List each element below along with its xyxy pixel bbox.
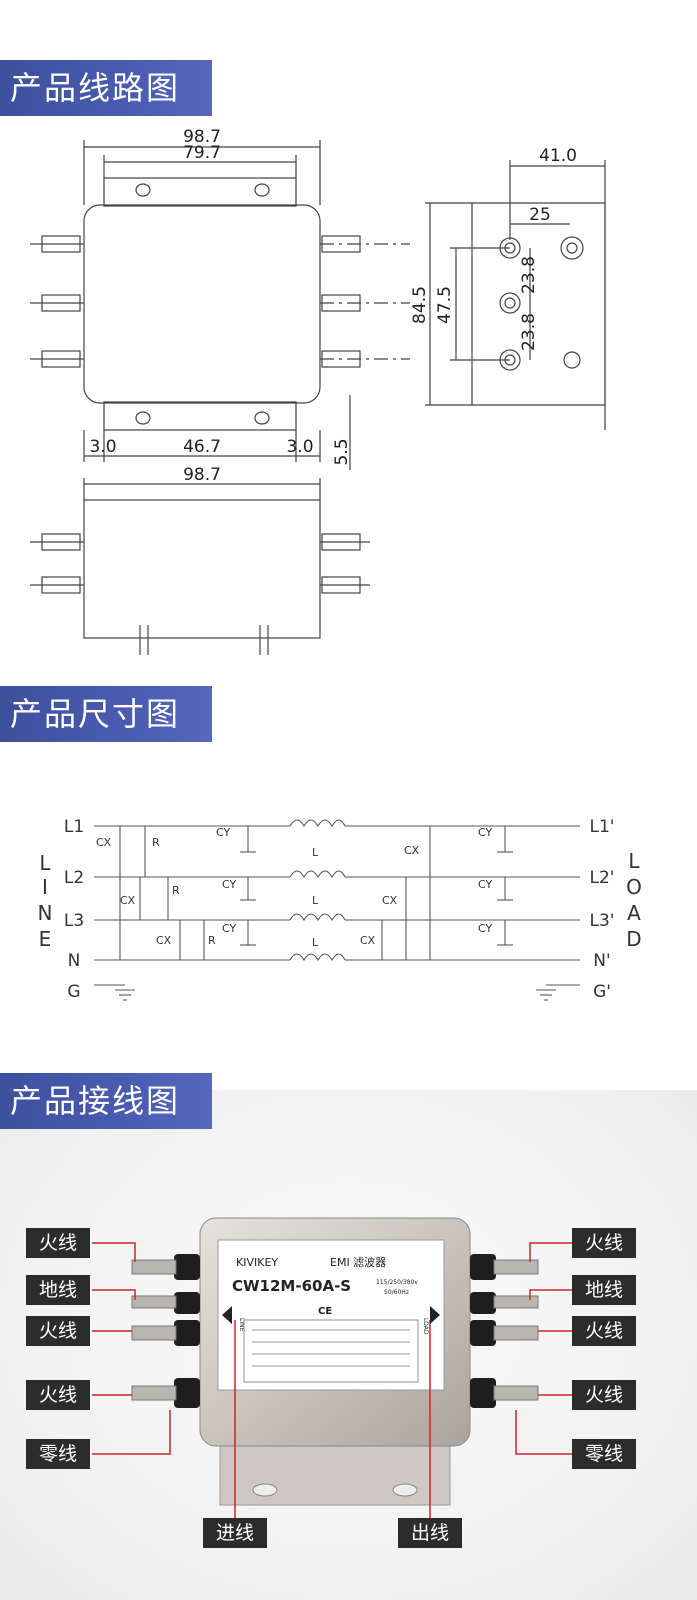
label-coil-1: L [312,846,319,859]
output-l2: L2' [590,868,615,888]
callout-left-live-2: 火线 [26,1316,90,1346]
dim-right-offset: 3.0 [286,437,313,457]
label-cy-6: CY [478,922,492,935]
line-letter-1: L [39,851,51,875]
callout-input: 进线 [203,1518,267,1548]
output-g: G' [593,982,611,1002]
line-letter-3: N [38,901,53,925]
dim-height: 84.5 [410,286,430,324]
load-letter-3: A [627,901,641,925]
right-arrow-icon [430,1306,440,1324]
left-arrow-icon [222,1306,232,1324]
dim-hole-spacing: 46.7 [183,437,221,457]
callout-right-live-1: 火线 [572,1228,636,1258]
callout-right-live-2: 火线 [572,1316,636,1346]
label-load: LOAD [422,1318,429,1335]
dim-side-depth: 41.0 [539,146,577,166]
label-coil-3: L [312,936,319,949]
line-letter-4: E [39,927,52,951]
dim-inner-width: 79.7 [183,143,221,163]
line-letter-2: I [42,875,48,899]
callout-left-live-1: 火线 [26,1228,90,1258]
callout-output: 出线 [398,1518,462,1548]
outline-drawing: 98.7 79.7 3.0 46.7 3.0 5.5 98.7 41.0 25 … [30,127,606,655]
input-l2: L2 [64,868,84,888]
callout-left-ground: 地线 [26,1275,90,1305]
ce-mark: CE [318,1306,332,1317]
dim-bottom-width: 98.7 [183,465,221,485]
load-letter-1: L [628,849,640,873]
label-cx-4: CX [404,844,420,857]
label-r-2: R [172,884,180,897]
label-r-1: R [152,836,160,849]
dim-pitch-top: 23.8 [519,256,539,294]
label-cx-6: CX [360,934,376,947]
dim-left-offset: 3.0 [89,437,116,457]
section-title-connection: 产品接线图 [0,1073,212,1129]
label-cx-1: CX [96,836,112,849]
dim-flange: 5.5 [332,438,352,465]
section-title-wiring: 产品线路图 [0,60,212,116]
callout-left-neutral: 零线 [26,1439,90,1469]
label-r-3: R [208,934,216,947]
label-cy-1: CY [216,826,230,839]
label-line: LINE [238,1318,245,1332]
product-model: CW12M-60A-S [232,1277,351,1295]
callout-left-live-3: 火线 [26,1380,90,1410]
load-letter-2: O [626,875,642,899]
product-voltage: 115/250/380v [376,1279,418,1286]
circuit-schematic: L I N E L O A D L1 L2 L3 N G L1' L2' L3'… [38,817,642,1002]
output-n: N' [593,951,610,971]
product-type: EMI 滤波器 [330,1256,386,1269]
load-letter-4: D [626,927,641,951]
input-n: N [68,951,81,971]
output-l3: L3' [590,911,615,931]
callout-right-live-3: 火线 [572,1380,636,1410]
label-cy-5: CY [478,878,492,891]
callout-right-neutral: 零线 [572,1439,636,1469]
label-cx-3: CX [156,934,172,947]
input-l3: L3 [64,911,84,931]
dim-terminal-offset: 25 [529,205,551,225]
label-cx-5: CX [382,894,398,907]
input-g: G [67,982,80,1002]
product-photo: KIVIKEY EMI 滤波器 CW12M-60A-S 115/250/380v… [92,1217,572,1522]
dim-terminal-span: 47.5 [435,286,455,324]
dim-total-width: 98.7 [183,127,221,147]
callout-right-ground: 地线 [572,1275,636,1305]
product-frequency: 50/60Hz [384,1289,409,1296]
label-cy-2: CY [222,878,236,891]
section-title-dimension: 产品尺寸图 [0,686,212,742]
label-cx-2: CX [120,894,136,907]
product-brand: KIVIKEY [236,1256,278,1269]
label-cy-4: CY [478,826,492,839]
label-coil-2: L [312,894,319,907]
output-l1: L1' [590,817,615,837]
dim-pitch-bottom: 23.8 [519,313,539,351]
label-cy-3: CY [222,922,236,935]
input-l1: L1 [64,817,84,837]
